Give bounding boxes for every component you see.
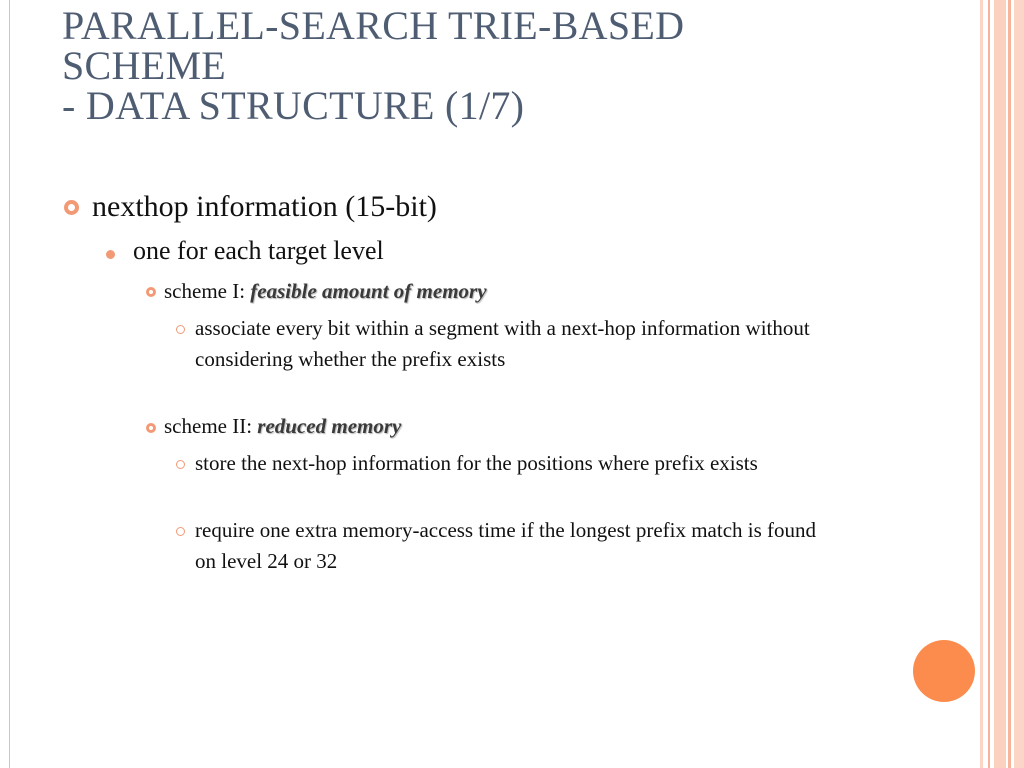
stripe — [994, 0, 1006, 768]
right-decorative-stripes — [980, 0, 1024, 768]
title-line-3: - DATA STRUCTURE (1/7) — [62, 83, 525, 128]
bullet-one-for-each: one for each target level — [133, 236, 384, 265]
stripe — [1008, 0, 1011, 768]
scheme-2-label: scheme II: — [164, 414, 258, 438]
bullet-nexthop: nexthop information (15-bit) — [92, 190, 437, 223]
ring-bullet-icon — [64, 200, 79, 215]
ring-bullet-icon — [146, 287, 156, 297]
small-ring-bullet-icon — [176, 460, 185, 469]
stripe — [980, 0, 983, 768]
bullet-scheme-2: scheme II: reduced memory — [164, 414, 401, 439]
small-ring-bullet-icon — [176, 325, 185, 334]
bullet-scheme-1-detail: associate every bit within a segment wit… — [195, 316, 810, 371]
orange-circle-decoration — [913, 640, 975, 702]
bullet-scheme-2-detail-2: require one extra memory-access time if … — [195, 518, 817, 573]
title-line-1: PARALLEL-SEARCH TRIE-BASED — [62, 3, 685, 48]
stripe — [988, 0, 990, 768]
stripe — [1014, 0, 1024, 768]
left-border-line — [9, 0, 10, 768]
bullet-scheme-1: scheme I: feasible amount of memory — [164, 279, 487, 304]
bullet-scheme-2-detail-1: store the next-hop information for the p… — [195, 451, 758, 475]
dot-bullet-icon — [106, 250, 115, 259]
ring-bullet-icon — [146, 423, 156, 433]
scheme-2-emphasis: reduced memory — [257, 414, 402, 438]
title-line-2: SCHEME — [62, 43, 227, 88]
small-ring-bullet-icon — [176, 527, 185, 536]
scheme-1-emphasis: feasible amount of memory — [250, 279, 487, 303]
slide-title: PARALLEL-SEARCH TRIE-BASED SCHEME - DATA… — [62, 6, 684, 126]
scheme-1-label: scheme I: — [164, 279, 251, 303]
